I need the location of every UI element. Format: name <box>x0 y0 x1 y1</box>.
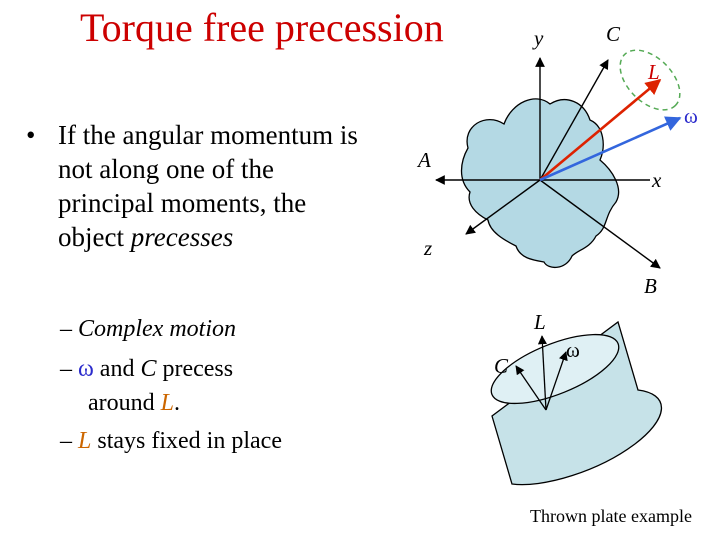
plate-l-vector <box>537 335 547 411</box>
l-symbol: L <box>78 428 92 454</box>
sub-bullet-complex-motion: – Complex motion <box>60 312 236 346</box>
plate-side <box>491 320 663 486</box>
bullet-marker: • <box>26 120 36 150</box>
plate-label-l: L <box>534 310 546 334</box>
c-axis <box>539 59 609 181</box>
dash: – <box>60 428 72 454</box>
label-y: y <box>534 26 544 50</box>
precession-cone <box>619 49 681 111</box>
omega-vector <box>539 116 682 182</box>
label-x: x <box>652 168 662 192</box>
sub-bullet-omega-c-line2: around L. <box>88 386 180 420</box>
stays-fixed-text: stays fixed in place <box>91 428 282 454</box>
label-omega: ω <box>684 104 698 128</box>
bullet-text-plain: If the angular momentum is not along one… <box>58 120 358 252</box>
and-text: and <box>93 356 141 382</box>
precess-text: precess <box>156 356 234 382</box>
sub-bullet-text: Complex motion <box>78 316 236 342</box>
label-l: L <box>648 60 660 84</box>
c-symbol: C <box>140 356 157 382</box>
label-c: C <box>606 22 621 46</box>
slide-title: Torque free precession <box>80 5 444 50</box>
plate-label-c: C <box>494 354 509 378</box>
around-text: around <box>88 390 161 416</box>
plate-top <box>490 333 620 405</box>
l-symbol: L <box>160 390 175 416</box>
label-b: B <box>644 274 657 298</box>
dash: – <box>60 356 72 382</box>
sub-bullet-l-fixed: – L stays fixed in place <box>60 424 282 458</box>
b-axis <box>539 179 661 269</box>
plate-omega-vector <box>545 351 568 411</box>
period: . <box>174 390 181 416</box>
plate-label-omega: ω <box>566 338 580 362</box>
bullet-text-italic: precesses <box>130 222 234 252</box>
sub-bullet-omega-c: – ω and C precess <box>60 352 233 386</box>
label-z: z <box>424 236 433 260</box>
rigid-body <box>460 98 620 268</box>
plate-c-vector <box>515 365 547 411</box>
omega-symbol: ω <box>78 356 94 382</box>
bullet-text: If the angular momentum is not along one… <box>58 118 358 254</box>
figure-caption: Thrown plate example <box>530 506 692 526</box>
l-vector <box>539 79 662 181</box>
dash: – <box>60 316 72 342</box>
z-axis <box>465 179 541 235</box>
label-a: A <box>418 148 431 172</box>
